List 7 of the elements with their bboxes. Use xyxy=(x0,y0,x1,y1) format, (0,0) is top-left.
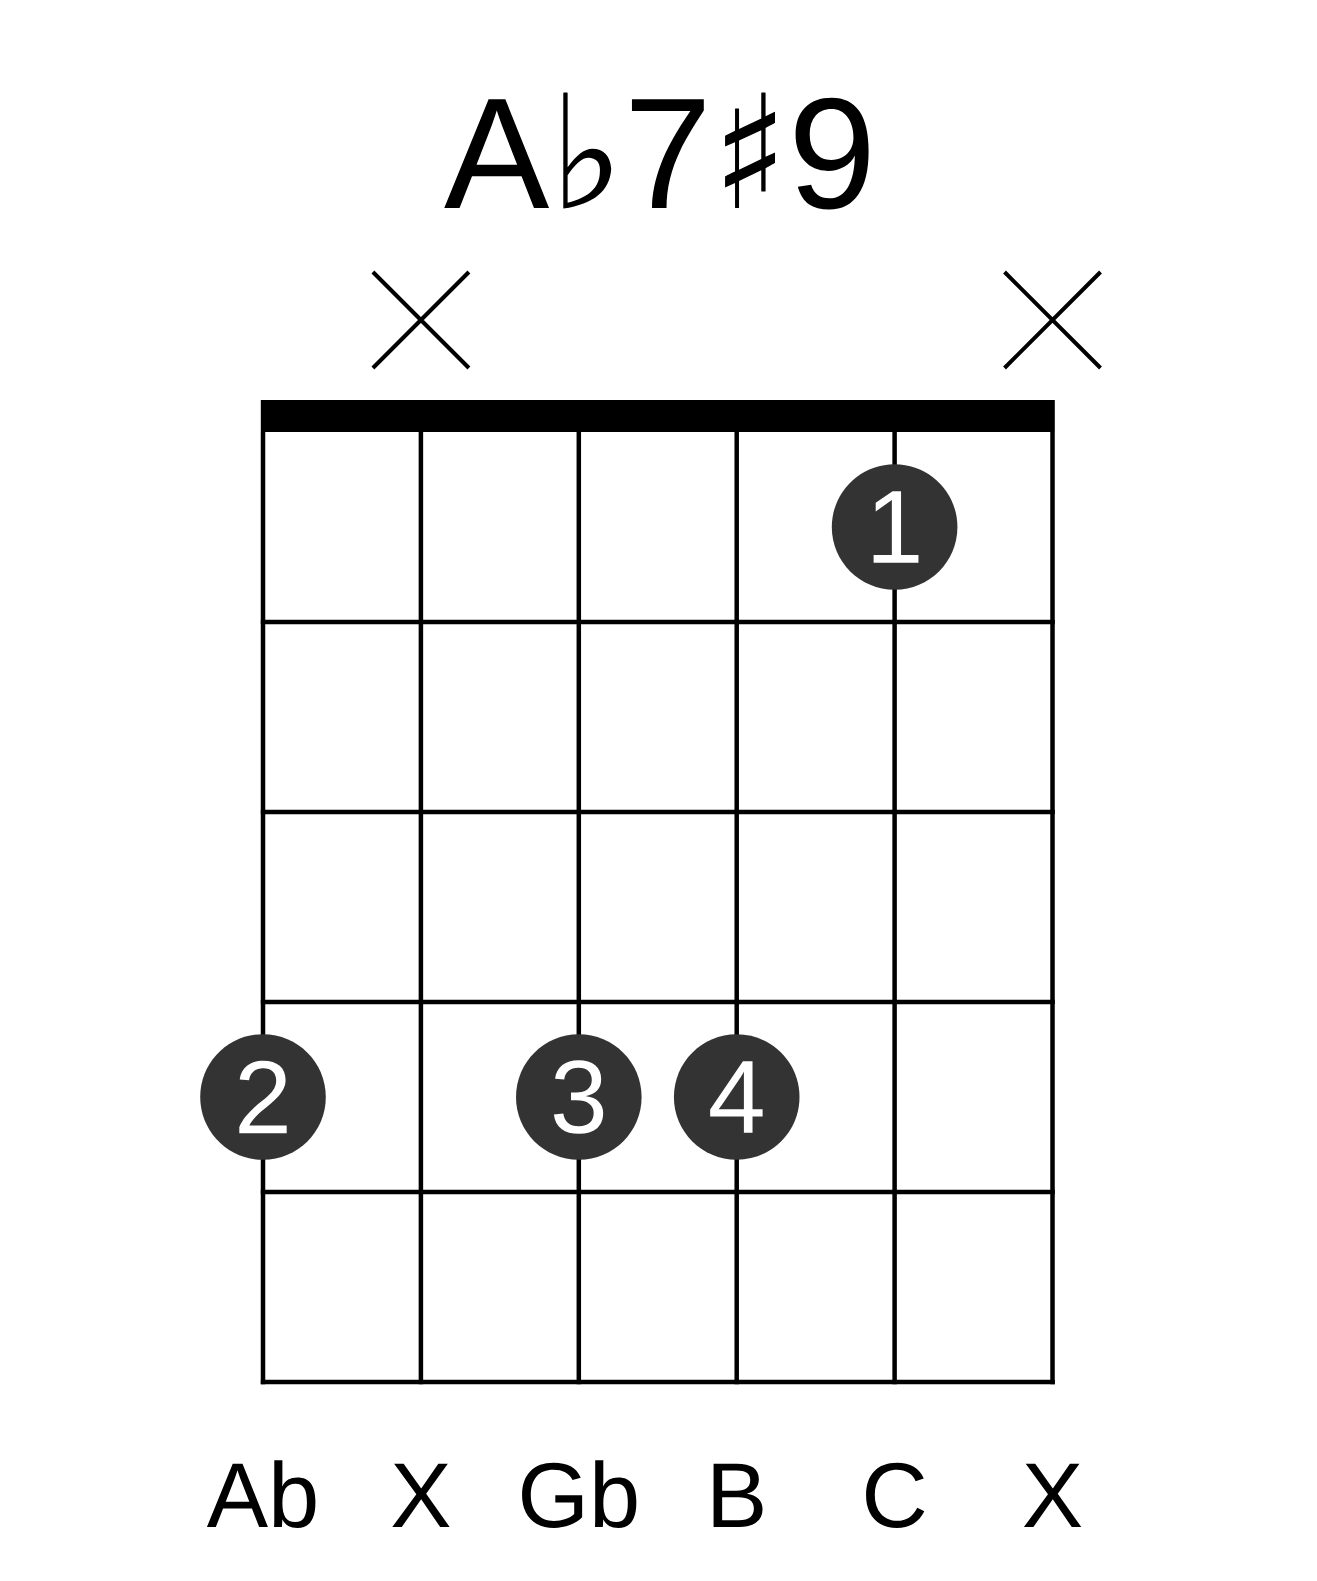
string-note: Gb xyxy=(522,1460,637,1528)
string-note: C xyxy=(866,1462,925,1528)
string-note: X xyxy=(1023,1463,1082,1527)
string-note: Ab xyxy=(206,1460,316,1528)
string-note: X xyxy=(392,1463,450,1527)
chord-title: A♭7♯9 xyxy=(444,92,869,210)
string-note: B xyxy=(713,1463,763,1527)
